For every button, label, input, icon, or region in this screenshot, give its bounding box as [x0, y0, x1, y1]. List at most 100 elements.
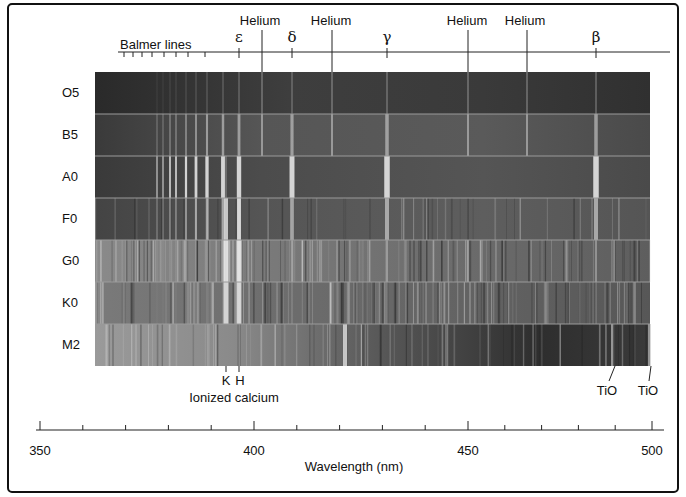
- spectral-line: [448, 240, 449, 282]
- spectral-line: [322, 324, 324, 366]
- spectral-line: [175, 156, 177, 198]
- axis-tick: [382, 425, 383, 430]
- spectral-line: [508, 282, 510, 324]
- spectral-line: [365, 324, 367, 366]
- spectral-line: [490, 240, 491, 282]
- axis-tick: [211, 425, 212, 430]
- spectral-line: [217, 198, 218, 240]
- spectral-line: [220, 240, 222, 282]
- spectral-line: [161, 198, 163, 240]
- spectral-line: [242, 240, 244, 282]
- spectral-line: [313, 324, 315, 366]
- spectral-line: [124, 282, 125, 324]
- spectral-line: [205, 156, 208, 198]
- spectral-line: [432, 282, 433, 324]
- spectral-line: [424, 198, 426, 240]
- spectral-line: [140, 324, 141, 366]
- spectral-line: [222, 240, 223, 282]
- spectral-line: [311, 198, 312, 240]
- spectral-line: [372, 282, 374, 324]
- spectral-line: [637, 240, 639, 282]
- spectra-strips: [95, 72, 651, 366]
- spectral-line: [184, 240, 186, 282]
- spectral-line: [253, 240, 255, 282]
- balmer-letter: ε: [235, 29, 243, 46]
- spectral-line: [441, 240, 443, 282]
- spectral-line: [250, 324, 252, 366]
- helium-marker: [332, 30, 333, 72]
- spectral-line: [114, 198, 116, 240]
- balmer-tick: [176, 52, 177, 57]
- spectral-line: [512, 282, 514, 324]
- spectral-line: [395, 282, 396, 324]
- balmer-tick: [239, 48, 240, 58]
- spectral-line: [359, 240, 360, 282]
- spectral-line: [136, 198, 137, 240]
- spectral-line: [310, 240, 311, 282]
- spectral-line: [336, 282, 338, 324]
- spectral-line: [269, 240, 270, 282]
- spectral-line: [386, 240, 388, 282]
- spectral-line: [234, 282, 235, 324]
- spectral-line: [418, 282, 420, 324]
- spectral-line: [122, 240, 123, 282]
- spectral-line: [100, 282, 101, 324]
- spectral-line: [386, 282, 387, 324]
- spectral-line: [100, 282, 102, 324]
- spectral-line: [445, 198, 446, 240]
- spectral-line: [459, 198, 461, 240]
- spectral-line: [206, 282, 208, 324]
- spectral-line: [326, 324, 328, 366]
- spectral-line: [567, 240, 569, 282]
- spectral-line: [491, 282, 492, 324]
- axis-title: Wavelength (nm): [305, 460, 404, 474]
- spectrum-ground: [95, 324, 650, 366]
- spectral-line: [238, 72, 240, 114]
- spectral-line: [122, 324, 124, 366]
- spectral-line: [355, 324, 357, 366]
- spectral-line: [291, 198, 293, 240]
- element-label: Helium: [311, 14, 351, 28]
- spectral-line: [403, 198, 405, 240]
- spectral-line: [405, 282, 406, 324]
- spectral-line: [157, 324, 159, 366]
- spectral-line: [288, 282, 289, 324]
- leader-line: [609, 366, 615, 381]
- spectral-line: [515, 282, 516, 324]
- spectrum-ground: [95, 282, 650, 324]
- spectral-line: [185, 72, 187, 114]
- spectral-line: [545, 282, 547, 324]
- spectral-line: [540, 324, 542, 366]
- element-label: Ionized calcium: [189, 391, 279, 405]
- spectral-line: [184, 282, 186, 324]
- spectral-line: [237, 282, 242, 324]
- spectral-line: [532, 324, 533, 366]
- balmer-tick: [596, 48, 597, 58]
- spectral-line: [613, 324, 614, 366]
- spectral-line: [289, 240, 291, 282]
- spectral-line: [380, 324, 382, 366]
- axis-tick: [40, 421, 41, 430]
- spectral-line: [545, 240, 547, 282]
- spectral-line: [613, 240, 615, 282]
- spectral-line: [364, 282, 366, 324]
- spectral-line: [96, 240, 98, 282]
- spectral-line: [433, 240, 435, 282]
- spectral-line: [468, 240, 469, 282]
- spectral-line: [177, 240, 178, 282]
- spectral-line: [126, 240, 127, 282]
- spectral-line: [331, 282, 332, 324]
- strip-divider: [95, 114, 650, 115]
- spectral-line: [555, 282, 556, 324]
- spectral-line: [112, 324, 114, 366]
- axis-tick: [125, 425, 126, 430]
- balmer-tick: [387, 48, 388, 58]
- spectral-line: [253, 282, 255, 324]
- spectral-line: [251, 240, 253, 282]
- spectral-line: [175, 282, 176, 324]
- spectral-line: [262, 282, 264, 324]
- balmer-tick: [133, 52, 134, 57]
- balmer-tick: [164, 52, 165, 57]
- spectral-line: [514, 198, 516, 240]
- spectral-line: [329, 324, 330, 366]
